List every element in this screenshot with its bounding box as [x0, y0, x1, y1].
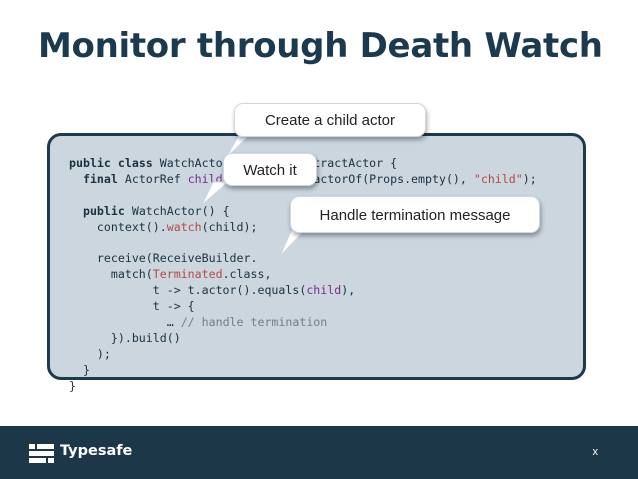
- code-token: [69, 204, 83, 218]
- code-line: … // handle termination: [69, 315, 328, 330]
- code-token: }: [69, 362, 90, 377]
- code-token: child: [306, 283, 342, 298]
- footer-bar: Typesafe x: [0, 426, 638, 479]
- code-token: "child": [473, 171, 523, 186]
- handle-termination-callout: Handle termination message: [290, 196, 540, 233]
- code-token: ActorRef: [124, 171, 188, 186]
- code-line: match(Terminated.class,: [69, 267, 272, 282]
- code-token: [69, 172, 83, 186]
- code-token: watch: [166, 219, 202, 234]
- code-token: // handle termination: [180, 315, 328, 330]
- code-token: t -> t.actor().equals(: [69, 283, 307, 298]
- code-token: );: [522, 171, 537, 186]
- code-line: );: [69, 347, 111, 361]
- typesafe-brand-text: Typesafe: [60, 443, 133, 459]
- code-token: .class,: [222, 267, 272, 282]
- code-line: }: [69, 379, 76, 393]
- create-child-callout: Create a child actor: [234, 103, 426, 137]
- code-line: }).build(): [69, 331, 181, 345]
- code-token: child: [187, 171, 223, 186]
- code-token: class: [117, 156, 160, 170]
- code-token: (child);: [201, 219, 258, 234]
- code-token: }).build(): [69, 330, 181, 345]
- code-token: Terminated: [152, 267, 223, 282]
- code-line: context().watch(child);: [69, 219, 258, 234]
- watch-it-callout: Watch it: [223, 153, 317, 186]
- code-token: match(: [69, 267, 153, 282]
- code-token: );: [69, 346, 111, 361]
- code-token: }: [69, 378, 76, 393]
- code-token: public: [82, 203, 132, 218]
- code-token: public: [69, 156, 118, 170]
- code-token: t -> {: [69, 299, 195, 314]
- code-line: public WatchActor() {: [69, 204, 230, 218]
- code-line: receive(ReceiveBuilder.: [69, 251, 258, 266]
- code-token: context().: [69, 219, 167, 234]
- code-token: receive(ReceiveBuilder.: [69, 251, 258, 266]
- code-token: final: [82, 171, 125, 186]
- code-token: …: [69, 315, 181, 330]
- code-token: ),: [341, 283, 356, 298]
- code-line: t -> t.actor().equals(child),: [69, 283, 355, 297]
- code-token: WatchActor: [159, 156, 237, 170]
- page-number: x: [592, 446, 599, 458]
- code-line: }: [69, 363, 90, 377]
- code-token: WatchActor() {: [131, 203, 230, 218]
- slide-title: Monitor through Death Watch: [38, 26, 603, 66]
- code-listing: public class WatchActor extends Abstract…: [69, 156, 537, 395]
- code-line: t -> {: [69, 299, 195, 313]
- typesafe-logo-icon: [29, 444, 54, 463]
